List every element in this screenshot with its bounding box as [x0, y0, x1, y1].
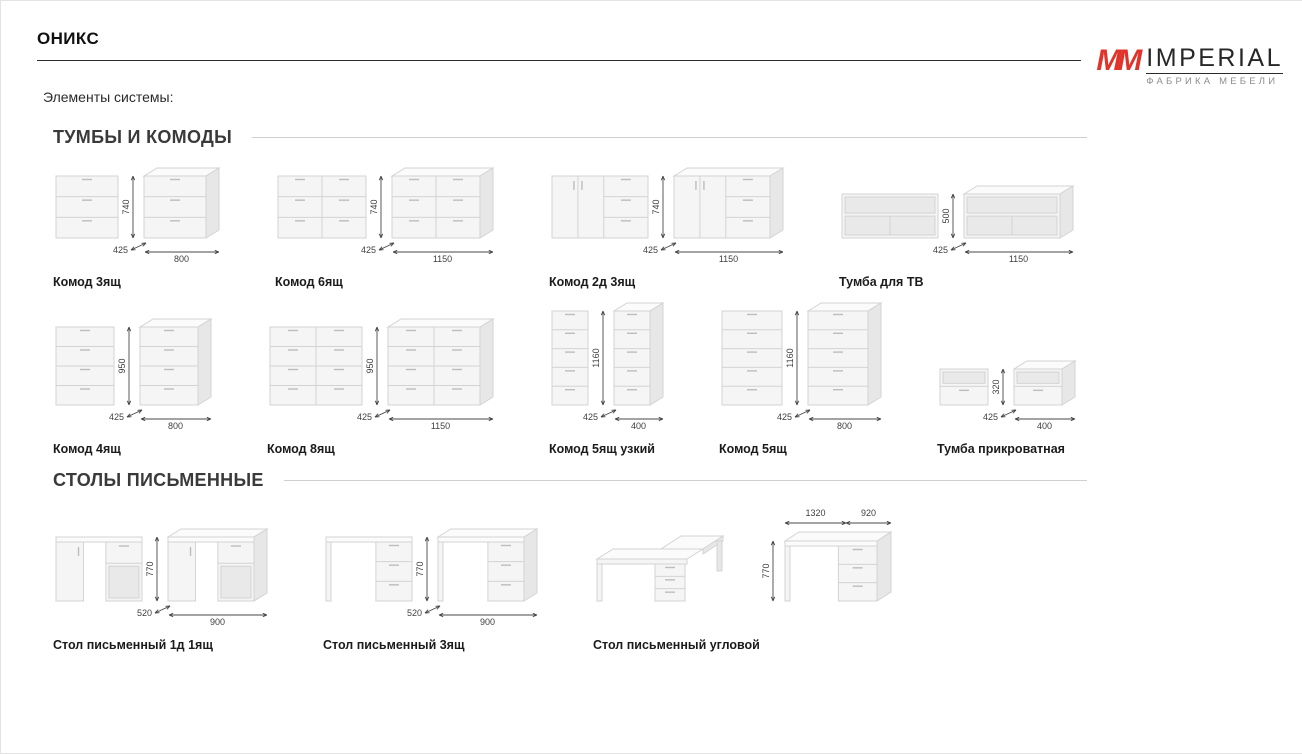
- dimension-label: 1160: [591, 348, 601, 367]
- brand-tagline: ФАБРИКА МЕБЕЛИ: [1146, 76, 1279, 87]
- furniture-illustration: 1160 425 400: [551, 302, 665, 431]
- furniture-illustration: 740 425 1150: [277, 167, 495, 264]
- product-name: Стол письменный 3ящ: [323, 638, 465, 652]
- dimension-label: 920: [861, 508, 876, 518]
- dimension-label: 425: [361, 245, 376, 255]
- dimension-label: 770: [145, 561, 155, 576]
- dimension-label: 900: [210, 617, 225, 627]
- furniture-illustration: 950 425 800: [55, 318, 213, 431]
- dimension-label: 1150: [433, 254, 452, 264]
- dimension-label: 425: [983, 412, 998, 422]
- dimension-label: 1160: [785, 348, 795, 367]
- dimension-label: 1150: [1009, 254, 1028, 264]
- product-name: Стол письменный 1д 1ящ: [53, 638, 213, 652]
- page-title: ОНИКС: [37, 29, 100, 48]
- dimension-label: 800: [174, 254, 189, 264]
- brand-name: IMPERIAL: [1146, 44, 1283, 74]
- dimension-label: 400: [1037, 421, 1052, 431]
- dimension-label: 500: [941, 208, 951, 223]
- section-header: ТУМБЫ И КОМОДЫ: [53, 127, 1267, 148]
- dimension-label: 425: [583, 412, 598, 422]
- brand-monogram-icon: MM: [1096, 44, 1142, 77]
- section-title: СТОЛЫ ПИСЬМЕННЫЕ: [53, 470, 264, 490]
- dimension-label: 800: [168, 421, 183, 431]
- dimension-label: 950: [365, 358, 375, 373]
- dimension-label: 520: [407, 608, 422, 618]
- header-rule: [37, 60, 1081, 61]
- section-header: СТОЛЫ ПИСЬМЕННЫЕ: [53, 470, 1267, 491]
- section-rule: [252, 137, 1087, 138]
- product-name: Комод 2д 3ящ: [549, 275, 636, 289]
- furniture-illustration: 1320 920 770: [595, 508, 893, 602]
- dimension-label: 425: [357, 412, 372, 422]
- dimension-label: 425: [109, 412, 124, 422]
- product-name: Комод 3ящ: [53, 275, 121, 289]
- product-name: Тумба для ТВ: [839, 275, 924, 289]
- dimension-label: 950: [117, 358, 127, 373]
- dimension-label: 520: [137, 608, 152, 618]
- section-title: ТУМБЫ И КОМОДЫ: [53, 127, 233, 147]
- brand-logo: MM IMPERIAL ФАБРИКА МЕБЕЛИ: [1088, 45, 1283, 87]
- product-name: Комод 6ящ: [275, 275, 343, 289]
- furniture-illustration: 740 425 1150: [551, 167, 785, 264]
- dimension-label: 425: [113, 245, 128, 255]
- section-rule: [283, 480, 1087, 481]
- dimension-label: 740: [651, 199, 661, 214]
- dimension-label: 425: [933, 245, 948, 255]
- product-name: Тумба прикроватная: [937, 442, 1065, 456]
- product-name: Комод 5ящ: [719, 442, 787, 456]
- furniture-illustration: 500 425 1150: [841, 185, 1075, 264]
- dimension-label: 800: [837, 421, 852, 431]
- dimension-label: 740: [121, 199, 131, 214]
- dimension-label: 1150: [719, 254, 738, 264]
- dimension-label: 320: [991, 379, 1001, 394]
- dimension-label: 425: [643, 245, 658, 255]
- dimension-label: 740: [369, 199, 379, 214]
- furniture-illustration: 770 520 900: [55, 528, 269, 627]
- brand-text: IMPERIAL ФАБРИКА МЕБЕЛИ: [1146, 45, 1283, 87]
- dimension-label: 770: [415, 561, 425, 576]
- furniture-illustration: 320 425 400: [939, 360, 1077, 431]
- dimension-label: 425: [777, 412, 792, 422]
- product-name: Комод 5ящ узкий: [549, 442, 655, 456]
- dimension-label: 900: [480, 617, 495, 627]
- product-name: Комод 8ящ: [267, 442, 335, 456]
- dimension-label: 1150: [431, 421, 450, 431]
- dimension-label: 770: [761, 563, 771, 578]
- furniture-illustration: 740 425 800: [55, 167, 221, 264]
- furniture-illustration: 950 425 1150: [269, 318, 495, 431]
- page-subtitle: Элементы системы:: [43, 89, 174, 105]
- product-name: Комод 4ящ: [53, 442, 121, 456]
- dimension-label: 1320: [805, 508, 825, 518]
- furniture-illustration: 770 520 900: [325, 528, 539, 627]
- product-name: Стол письменный угловой: [593, 638, 760, 652]
- furniture-illustration: 1160 425 800: [721, 302, 883, 431]
- dimension-label: 400: [631, 421, 646, 431]
